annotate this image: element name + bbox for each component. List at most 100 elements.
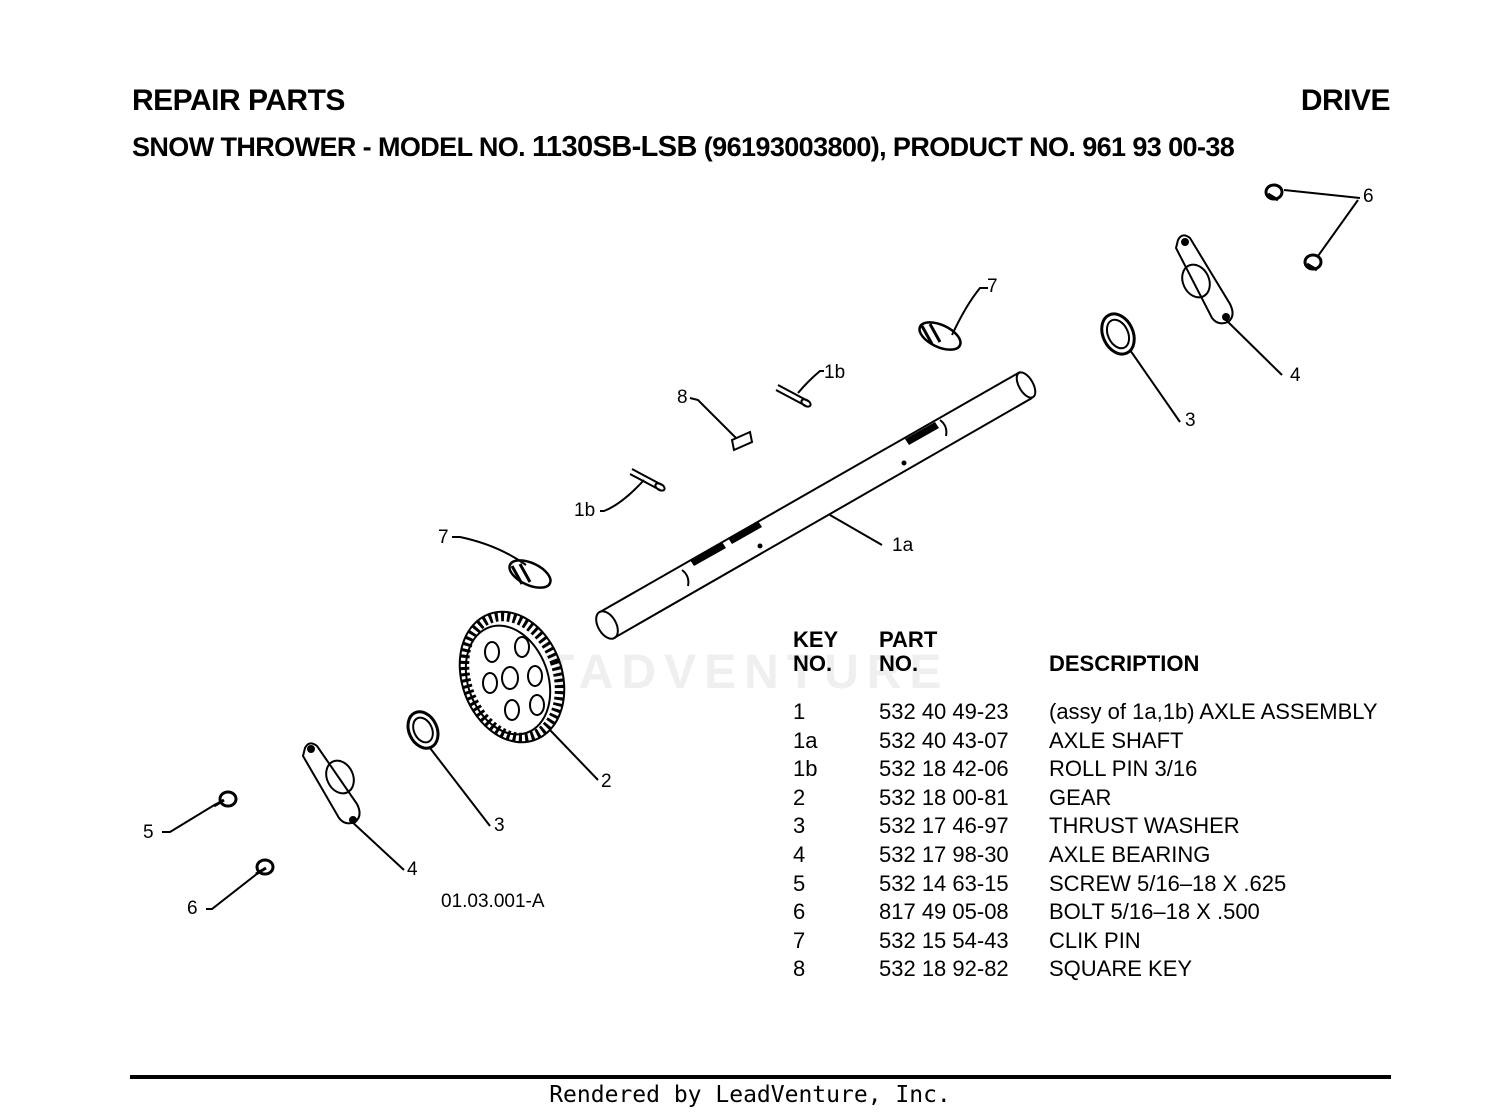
table-row: 4 532 17 98-30 AXLE BEARING bbox=[788, 841, 1399, 870]
leader-3b bbox=[429, 747, 491, 827]
key-no: 1 bbox=[793, 699, 806, 724]
description: SQUARE KEY bbox=[1049, 956, 1193, 982]
key-no: 1a bbox=[793, 727, 818, 753]
leader-7a bbox=[951, 287, 988, 336]
model-subtitle: SNOW THROWER - MODEL NO. 1130SB-LSB (961… bbox=[132, 131, 1235, 164]
clik-pin bbox=[508, 559, 552, 589]
table-row: 1a 532 40 43-07 AXLE SHAFT bbox=[788, 727, 1399, 756]
part-no: 532 15 54-43 bbox=[879, 927, 1009, 953]
callout-1b: 1b bbox=[824, 362, 845, 383]
part-no: 532 17 46-97 bbox=[879, 813, 1009, 839]
leader-5 bbox=[162, 803, 217, 833]
callout-8: 8 bbox=[677, 387, 688, 408]
diagram-reference-code: 01.03.001-A bbox=[441, 891, 545, 912]
thrust-washer bbox=[1100, 312, 1136, 356]
leader-8 bbox=[689, 397, 737, 439]
part-no: 532 18 92-82 bbox=[879, 956, 1009, 982]
screw bbox=[213, 790, 238, 808]
part-no: 532 40 49-23 bbox=[879, 699, 1009, 724]
leader-1b-b bbox=[600, 479, 645, 512]
table-row: 2 532 18 00-81 GEAR bbox=[788, 784, 1399, 813]
description: (assy of 1a,1b) AXLE ASSEMBLY bbox=[1049, 699, 1378, 724]
description: GEAR bbox=[1049, 784, 1112, 810]
header-description: DESCRIPTION bbox=[1049, 651, 1200, 676]
table-row: 7 532 15 54-43 CLIK PIN bbox=[788, 927, 1399, 956]
callout-6: 6 bbox=[1363, 186, 1374, 207]
callout-7: 7 bbox=[438, 527, 449, 548]
callout-3: 3 bbox=[1185, 410, 1196, 431]
key-no: 2 bbox=[793, 784, 806, 810]
description: CLIK PIN bbox=[1049, 927, 1141, 953]
axle-shaft bbox=[595, 371, 1037, 640]
key-no: 3 bbox=[793, 813, 806, 839]
key-no: 5 bbox=[793, 870, 806, 896]
table-row: 8 532 18 92-82 SQUARE KEY bbox=[788, 955, 1399, 984]
leader-4a bbox=[1225, 319, 1283, 376]
callout-4: 4 bbox=[407, 859, 418, 880]
header-part-line1: PART bbox=[879, 627, 938, 652]
description: THRUST WASHER bbox=[1049, 813, 1240, 839]
leader-6a bbox=[1283, 189, 1361, 257]
bolt bbox=[255, 858, 275, 876]
model-number: 1130SB-LSB bbox=[532, 131, 697, 163]
axle-bearing bbox=[301, 742, 361, 825]
subtitle-prefix: SNOW THROWER - MODEL NO. bbox=[132, 132, 526, 162]
part-no: 532 18 00-81 bbox=[879, 784, 1009, 810]
leader-3a bbox=[1129, 349, 1181, 423]
callout-4: 4 bbox=[1290, 365, 1301, 386]
subtitle-suffix: (96193003800), PRODUCT NO. 961 93 00-38 bbox=[703, 132, 1235, 162]
square-key bbox=[730, 430, 754, 452]
page-title: REPAIR PARTS bbox=[132, 84, 345, 117]
key-no: 8 bbox=[793, 956, 806, 982]
description: AXLE SHAFT bbox=[1049, 727, 1184, 753]
callout-5: 5 bbox=[143, 822, 154, 843]
part-no: 532 18 42-06 bbox=[879, 756, 1009, 782]
header-part-line2: NO. bbox=[879, 651, 919, 676]
leader-1b-a bbox=[797, 370, 824, 394]
callout-6: 6 bbox=[187, 898, 198, 919]
header-key-line2: NO. bbox=[793, 651, 833, 676]
leader-6b bbox=[206, 872, 259, 910]
table-row: 1 532 40 49-23 (assy of 1a,1b) AXLE ASSEMB… bbox=[788, 698, 1399, 727]
header-key-line1: KEY bbox=[793, 627, 839, 652]
callout-3: 3 bbox=[494, 815, 505, 836]
callout-7: 7 bbox=[987, 276, 998, 297]
key-no: 4 bbox=[793, 841, 806, 867]
clik-pin bbox=[918, 321, 962, 351]
bolt bbox=[1264, 183, 1284, 202]
leader-4b bbox=[349, 819, 405, 871]
section-title: DRIVE bbox=[1300, 84, 1391, 117]
footer-credit: Rendered by LeadVenture, Inc. bbox=[549, 1082, 951, 1108]
table-row: 3 532 17 46-97 THRUST WASHER bbox=[788, 812, 1399, 841]
axle-bearing bbox=[1174, 234, 1234, 325]
key-no: 1b bbox=[793, 756, 818, 782]
leader-2 bbox=[549, 729, 599, 781]
gear bbox=[458, 610, 566, 744]
key-no: 6 bbox=[793, 899, 806, 925]
table-row: 1b 532 18 42-06 ROLL PIN 3/16 bbox=[788, 755, 1399, 784]
roll-pin bbox=[629, 468, 666, 492]
callout-1a: 1a bbox=[892, 535, 914, 556]
leader-7b bbox=[452, 536, 527, 566]
callout-1b: 1b bbox=[574, 500, 595, 521]
description: AXLE BEARING bbox=[1049, 841, 1211, 867]
part-no: 532 17 98-30 bbox=[879, 841, 1009, 867]
leader-1a bbox=[829, 514, 883, 546]
bottom-divider bbox=[130, 1075, 1391, 1079]
key-no: 7 bbox=[793, 927, 806, 953]
part-no: 817 49 05-08 bbox=[879, 899, 1009, 925]
description: SCREW 5/16–18 X .625 bbox=[1049, 870, 1287, 896]
description: ROLL PIN 3/16 bbox=[1049, 756, 1198, 782]
roll-pin bbox=[775, 384, 812, 408]
bolt bbox=[1303, 253, 1323, 272]
thrust-washer bbox=[406, 710, 440, 750]
part-no: 532 40 43-07 bbox=[879, 727, 1009, 753]
callout-2: 2 bbox=[601, 771, 612, 792]
